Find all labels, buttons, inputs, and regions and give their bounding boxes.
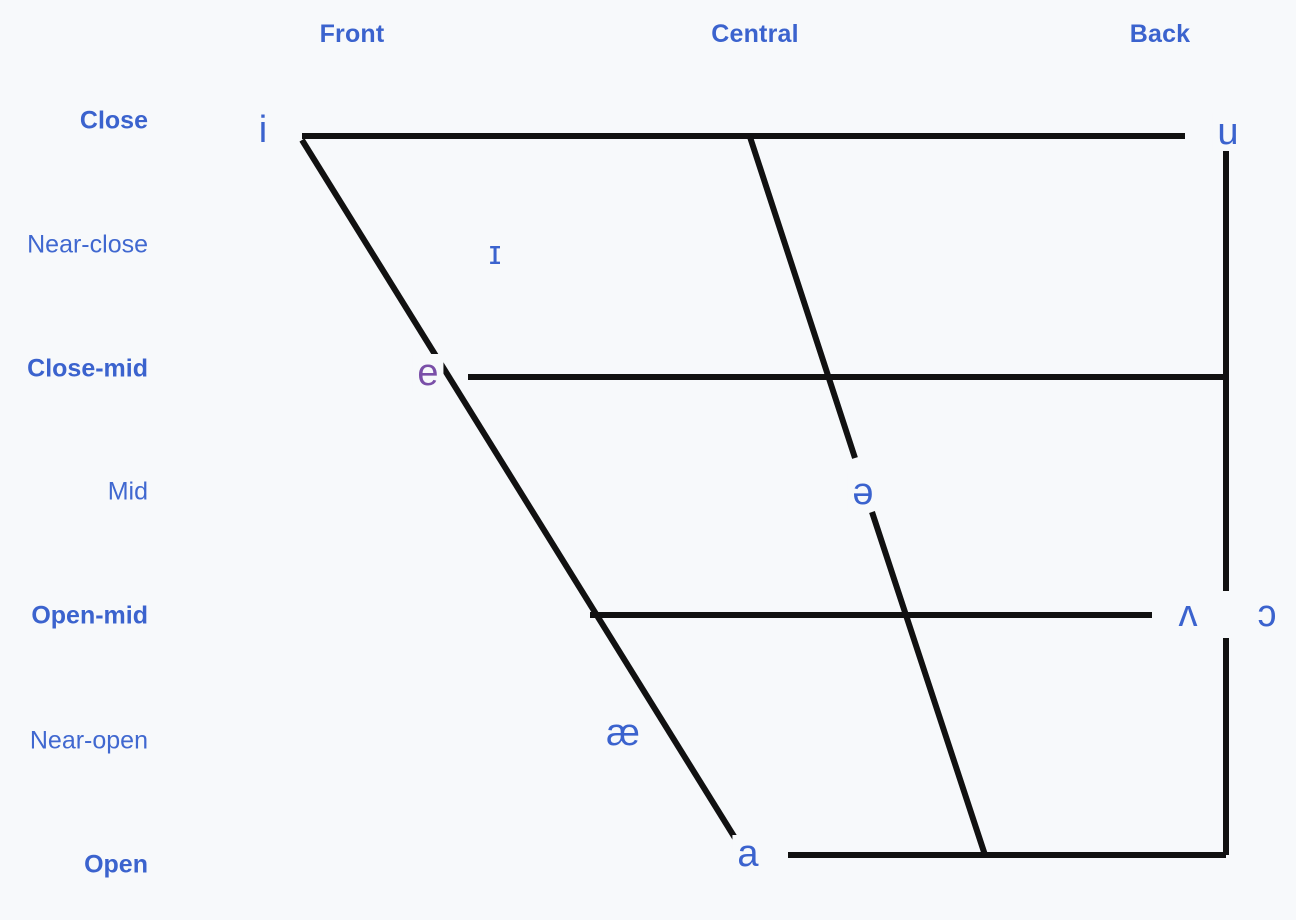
vowel-symbol-ash[interactable]: æ (606, 712, 640, 754)
vowel-symbol-turned-v[interactable]: ʌ (1173, 595, 1203, 633)
row-label-open-mid: Open-mid (31, 601, 148, 630)
column-header-central: Central (711, 20, 799, 48)
line-left-diagonal (299, 138, 738, 840)
vowel-symbol-e[interactable]: e (412, 354, 444, 392)
row-label-close-mid: Close-mid (27, 354, 148, 383)
row-label-open: Open (84, 850, 148, 879)
vowel-symbol-a[interactable]: a (732, 835, 764, 873)
vowel-symbol-u[interactable]: u (1212, 113, 1244, 151)
column-header-front: Front (319, 20, 385, 48)
column-header-back: Back (1129, 20, 1191, 48)
line-center-diagonal-lower (869, 511, 988, 856)
line-center-diagonal-upper (747, 136, 858, 459)
vowel-symbol-i[interactable]: i (253, 111, 273, 149)
row-label-mid: Mid (107, 477, 148, 506)
vowel-symbol-small-capital-i[interactable]: ɪ (488, 234, 502, 272)
row-label-near-close: Near-close (27, 230, 148, 259)
vowel-symbol-open-o[interactable]: ɔ (1252, 595, 1282, 633)
row-label-near-open: Near-open (29, 726, 148, 755)
row-label-close: Close (79, 106, 148, 135)
vowel-symbol-schwa[interactable]: ə (847, 473, 879, 511)
